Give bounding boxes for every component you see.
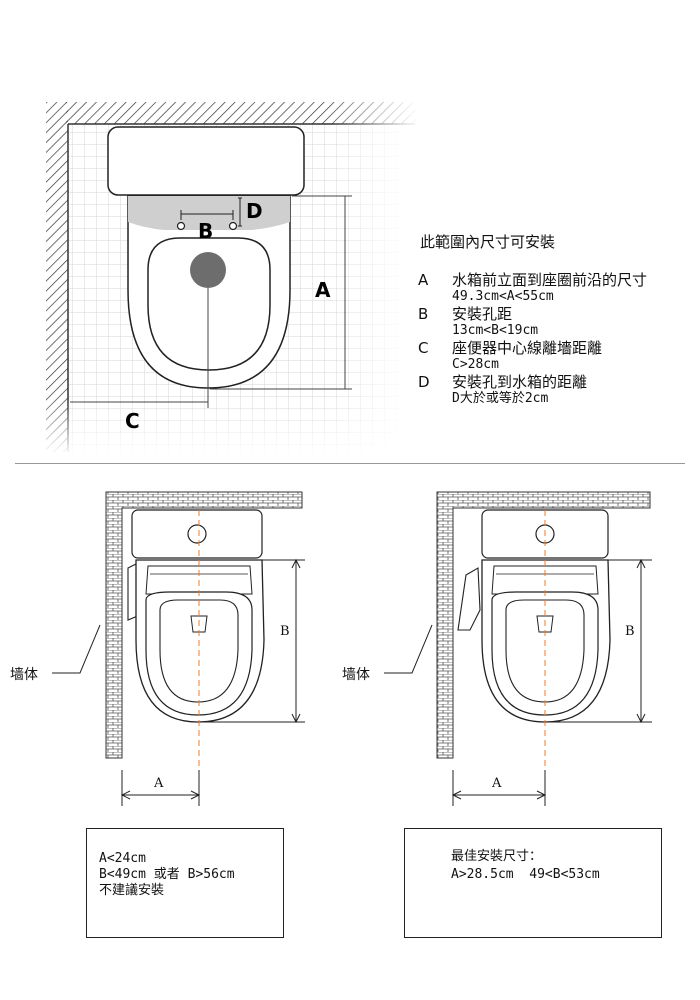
label-a: A — [315, 278, 331, 302]
toilet-tank — [107, 126, 305, 196]
right-note-line: 最佳安裝尺寸： — [451, 849, 543, 864]
right-wall-label: 墙体 — [342, 667, 370, 683]
right-side-panel — [457, 567, 481, 631]
dimension-a — [210, 195, 352, 390]
legend-item-value: 49.3cm<A<55cm — [452, 289, 554, 304]
mounting-hole-left — [176, 221, 186, 231]
section-divider — [15, 463, 685, 464]
left-note-line: A<24cm — [99, 851, 146, 866]
left-wall — [105, 491, 303, 759]
legend-item-value: D大於或等於2cm — [452, 391, 549, 406]
legend-title: 此範圍內尺寸可安裝 — [420, 233, 556, 251]
legend-key: D — [418, 373, 430, 391]
top-wall-hatch — [40, 100, 420, 456]
legend-key: B — [418, 305, 429, 323]
right-label-a: A — [492, 776, 502, 791]
left-install-diagram — [52, 491, 305, 806]
legend-item-title: 水箱前立面到座圈前沿的尺寸 — [452, 271, 648, 289]
left-note-box: A<24cm B<49cm 或者 B>56cm 不建議安裝 — [86, 828, 284, 938]
dimension-b — [180, 210, 234, 220]
label-d: D — [246, 199, 263, 223]
legend-list: A 水箱前立面到座圈前沿的尺寸 49.3cm<A<55cm B 安裝孔距 13c… — [418, 272, 698, 408]
legend-item-d: D 安裝孔到水箱的距離 D大於或等於2cm — [418, 374, 698, 408]
legend-item-value: 13cm<B<19cm — [452, 323, 539, 338]
right-note-box: 最佳安裝尺寸： A>28.5cm 49<B<53cm — [404, 828, 662, 938]
right-wall — [436, 491, 651, 759]
right-note-line: A>28.5cm 49<B<53cm — [451, 867, 600, 882]
legend-item-c: C 座便器中心線離墻距離 C>28cm — [418, 340, 698, 374]
dimension-d — [238, 197, 242, 227]
left-wall-pointer — [52, 624, 101, 674]
left-note-line: 不建議安裝 — [99, 883, 165, 898]
legend-item-b: B 安裝孔距 13cm<B<19cm — [418, 306, 698, 340]
legend-key: A — [418, 271, 429, 289]
right-wall-pointer — [384, 624, 433, 674]
left-dimension-b — [200, 558, 305, 724]
mounting-hole-right — [228, 221, 238, 231]
legend-key: C — [418, 339, 429, 357]
toilet-seat — [147, 237, 271, 371]
mounting-zone — [128, 196, 290, 230]
bottom-diagrams — [52, 491, 652, 806]
legend-item-title: 安裝孔距 — [452, 305, 513, 323]
left-dimension-a — [120, 770, 201, 806]
label-c: C — [125, 409, 140, 433]
label-b: B — [198, 219, 213, 243]
left-label-b: B — [280, 624, 290, 639]
legend-item-title: 安裝孔到水箱的距離 — [452, 373, 588, 391]
left-label-a: A — [154, 776, 164, 791]
right-label-b: B — [625, 624, 635, 639]
dimension-c — [70, 288, 209, 408]
legend-item-title: 座便器中心線離墻距離 — [452, 339, 603, 357]
drain-hole — [190, 252, 226, 288]
left-wall-label: 墙体 — [10, 667, 38, 683]
right-install-diagram — [384, 491, 652, 806]
right-dimension-a — [451, 770, 547, 806]
right-dimension-b — [546, 558, 652, 724]
left-flush-button — [187, 524, 207, 544]
legend-item-a: A 水箱前立面到座圈前沿的尺寸 49.3cm<A<55cm — [418, 272, 698, 306]
legend-item-value: C>28cm — [452, 357, 499, 372]
left-note-line: B<49cm 或者 B>56cm — [99, 867, 235, 882]
top-toilet-diagram: B D A C — [40, 100, 420, 460]
